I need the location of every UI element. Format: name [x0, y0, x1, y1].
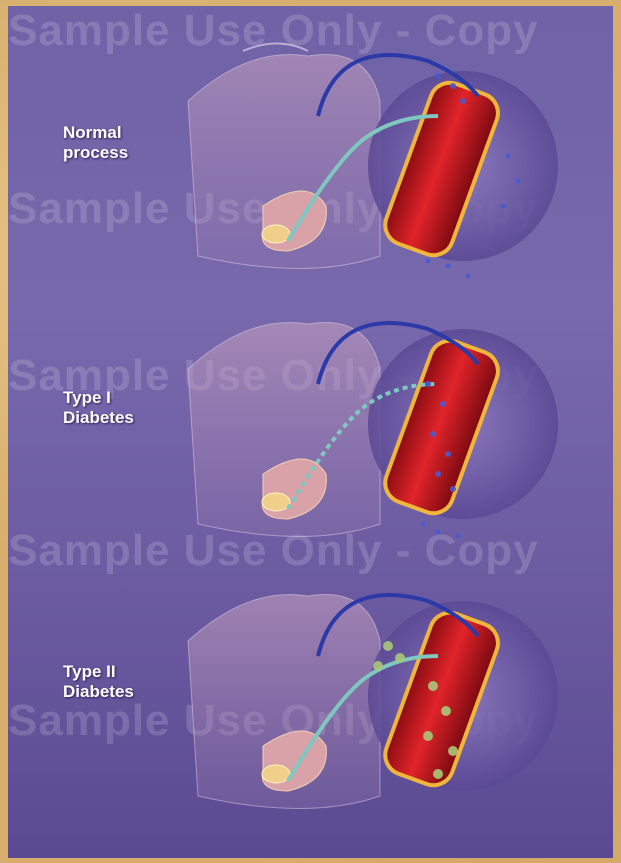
pancreas — [262, 225, 290, 243]
section-label-line: Diabetes — [63, 408, 134, 428]
section-label-type1: Type I Diabetes — [63, 388, 134, 428]
section-label-line: Normal — [63, 123, 128, 143]
normal-process-diagram — [188, 44, 558, 279]
pancreas — [262, 765, 290, 783]
type2-diabetes-diagram — [188, 594, 558, 808]
section-label-normal: Normal process — [63, 123, 128, 163]
section-label-type2: Type II Diabetes — [63, 662, 134, 702]
section-label-line: Type II — [63, 662, 134, 682]
section-label-line: Type I — [63, 388, 134, 408]
type1-diabetes-diagram — [188, 322, 558, 538]
shoulder-outline — [243, 44, 308, 52]
section-label-line: Diabetes — [63, 682, 134, 702]
section-label-line: process — [63, 143, 128, 163]
diabetes-illustration-panel: Sample Use Only - Copy Sample Use Only -… — [8, 6, 613, 858]
pancreas — [262, 493, 290, 511]
